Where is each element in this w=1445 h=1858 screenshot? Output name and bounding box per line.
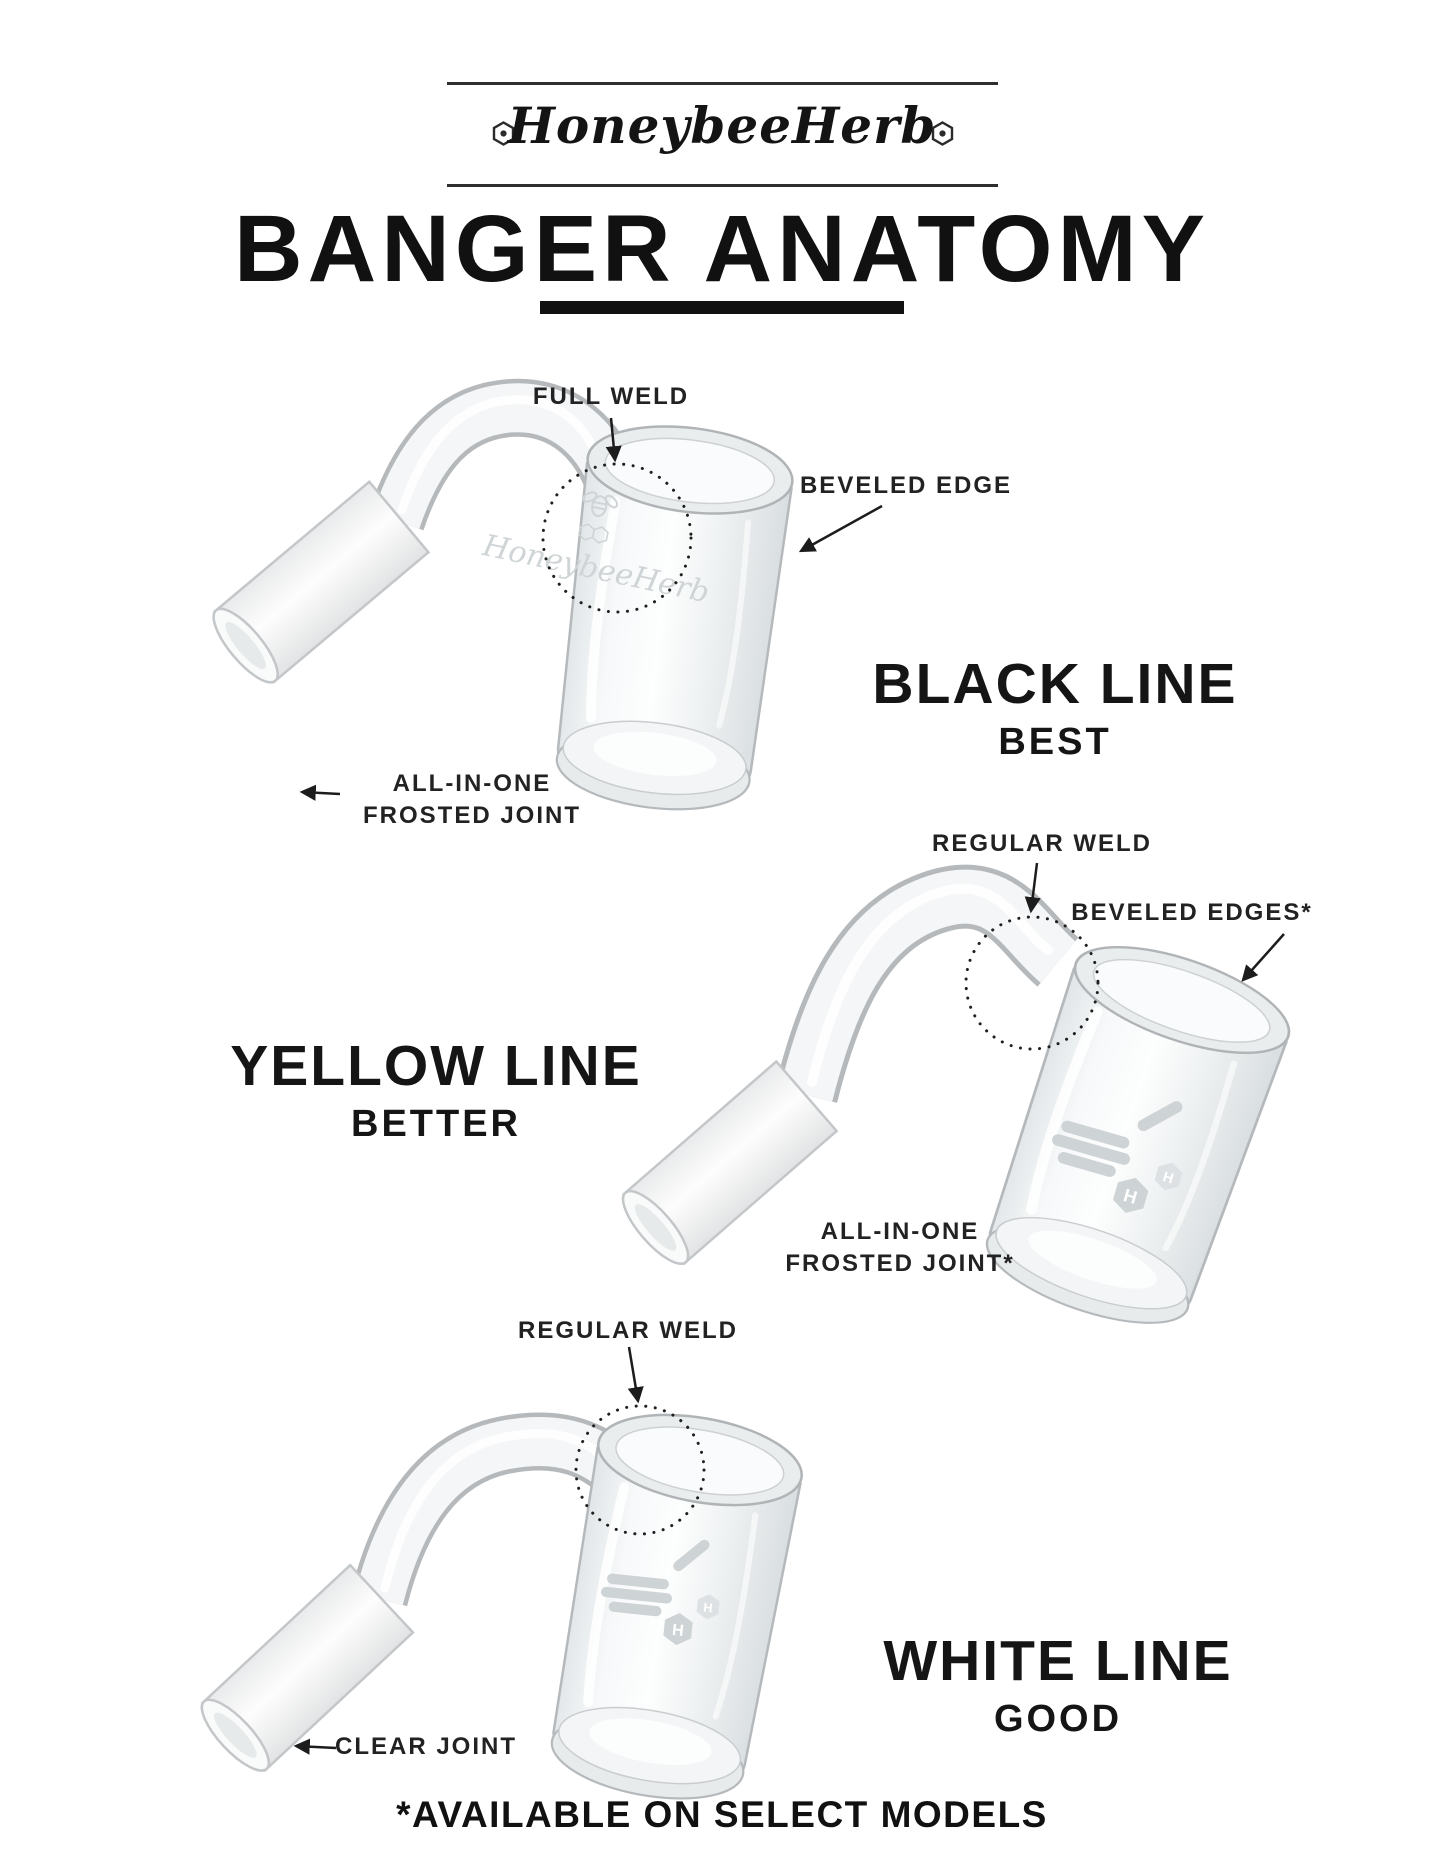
regular-weld-arrow bbox=[627, 1346, 644, 1404]
full-weld-arrow bbox=[605, 417, 622, 463]
callout-arrows bbox=[293, 417, 1285, 1755]
regular-weld-highlight-circle bbox=[574, 1404, 706, 1536]
callout-frosted-joint-line2: FROSTED JOINT bbox=[362, 802, 582, 829]
etched-monogram: H bbox=[1121, 1185, 1139, 1208]
honey-dipper-logo-icon: H H bbox=[1052, 1101, 1183, 1213]
full-weld-highlight-circle bbox=[541, 462, 693, 614]
honey-dipper-logo-icon: H H bbox=[601, 1539, 720, 1646]
page-title: BANGER ANATOMY bbox=[233, 196, 1211, 302]
frosted-joint-arrow bbox=[299, 784, 341, 801]
etched-monogram: H bbox=[703, 1601, 714, 1616]
callout-frosted-joint-select: ALL-IN-ONE FROSTED JOINT* bbox=[785, 1216, 1014, 1280]
title-underline bbox=[540, 301, 904, 314]
white-line-banger-illustration: H H bbox=[190, 1401, 808, 1813]
header-rule-bottom bbox=[447, 184, 998, 187]
callout-regular-weld-yellow: REGULAR WELD bbox=[932, 830, 1152, 857]
yellow-line-banger-illustration: H H bbox=[612, 864, 1302, 1346]
frosted-joint-glass bbox=[202, 480, 430, 693]
black-line-banger-illustration: HoneybeeHerb bbox=[202, 378, 798, 820]
etched-monogram: H bbox=[671, 1621, 684, 1640]
callout-frosted-joint-select-line1: ALL-IN-ONE bbox=[820, 1218, 980, 1245]
header-rule-top bbox=[447, 82, 998, 85]
callout-frosted-joint: ALL-IN-ONE FROSTED JOINT bbox=[363, 768, 581, 832]
regular-weld-arrow bbox=[1024, 862, 1041, 914]
callout-frosted-joint-select-line2: FROSTED JOINT* bbox=[785, 1250, 1015, 1277]
beveled-edges-arrow bbox=[1241, 933, 1285, 982]
product-name-white-line: WHITE LINE bbox=[883, 1629, 1233, 1693]
hex-bolt-icon-right bbox=[931, 121, 954, 146]
product-grade-best: BEST bbox=[998, 721, 1112, 763]
clear-joint-arrow bbox=[293, 1738, 337, 1755]
callout-regular-weld-white: REGULAR WELD bbox=[518, 1317, 738, 1344]
product-name-black-line: BLACK LINE bbox=[872, 652, 1238, 716]
product-name-yellow-line: YELLOW LINE bbox=[230, 1034, 642, 1098]
product-grade-better: BETTER bbox=[351, 1103, 521, 1145]
regular-weld-highlight-circle bbox=[964, 915, 1100, 1051]
callout-frosted-joint-line1: ALL-IN-ONE bbox=[392, 770, 552, 797]
footer-availability-note: *AVAILABLE ON SELECT MODELS bbox=[396, 1794, 1048, 1835]
beveled-edge-arrow bbox=[798, 504, 883, 553]
callout-beveled-edge: BEVELED EDGE bbox=[799, 472, 1013, 499]
callout-beveled-edges: BEVELED EDGES* bbox=[1071, 899, 1313, 926]
hex-bolt-icon-left bbox=[492, 121, 515, 146]
callout-full-weld: FULL WELD bbox=[532, 383, 690, 410]
bucket-glass bbox=[970, 925, 1302, 1345]
product-grade-good: GOOD bbox=[993, 1698, 1123, 1740]
etched-monogram: H bbox=[1161, 1169, 1175, 1187]
callout-clear-joint: CLEAR JOINT bbox=[334, 1733, 518, 1760]
brand-logo-text: HoneybeeHerb bbox=[507, 96, 937, 155]
